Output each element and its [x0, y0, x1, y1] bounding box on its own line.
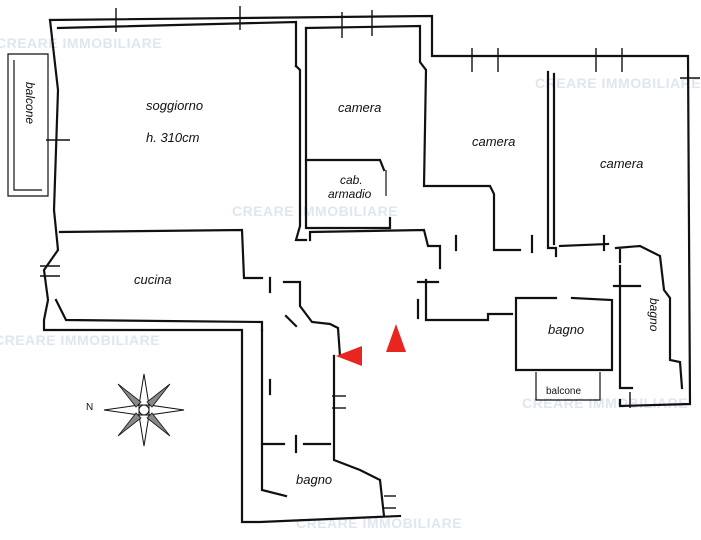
camera-3-bottom-right [614, 244, 684, 390]
room-label-bagno: bagno [296, 472, 332, 487]
room-label-camera: camera [600, 156, 643, 171]
outer-wall-left-bottom [42, 18, 402, 524]
bagno-3-bottom-wall [260, 442, 288, 498]
corridor-left-wall [282, 280, 342, 358]
camera-3-bottom-left [558, 242, 610, 248]
watermark: CREARE IMMOBILIARE [535, 75, 701, 91]
compass-rose-icon: N [86, 373, 185, 447]
watermark: CREARE IMMOBILIARE [522, 395, 688, 411]
camera-1-left-wall [304, 26, 386, 172]
inner-face-top [56, 20, 298, 68]
watermark: CREARE IMMOBILIARE [0, 35, 162, 51]
room-label-camera: camera [472, 134, 515, 149]
outer-wall-top-right [48, 14, 692, 408]
room-label-cabina: cab. [340, 173, 363, 187]
room-label-balcone: balcone [23, 82, 37, 124]
room-labels: soggiorno h. 310cm camera camera camera … [23, 82, 661, 487]
compass-north-label: N [86, 402, 93, 413]
corridor-top-wall [308, 228, 442, 270]
camera-1-walls [304, 24, 522, 252]
walls [7, 14, 692, 524]
arrow-up-icon [386, 324, 406, 352]
bagno-1-walls [514, 296, 614, 372]
room-label-soggiorno: soggiorno [146, 98, 203, 113]
cucina-bottom-wall [54, 298, 264, 332]
left-balcony-outline [7, 53, 49, 197]
room-height-label: h. 310cm [146, 130, 200, 145]
cabina-walls [304, 158, 392, 230]
bottom-balcony-outline [535, 372, 601, 401]
room-label-balcone: balcone [546, 386, 581, 397]
left-balcony-railing [13, 60, 42, 191]
watermark: CREARE IMMOBILIARE [0, 332, 160, 348]
room-label-bagno: bagno [647, 298, 661, 332]
cucina-top-wall [58, 228, 264, 280]
room-label-bagno: bagno [548, 322, 584, 337]
right-corridor-wall [424, 278, 514, 322]
corridor-door [284, 314, 298, 328]
camera-2-right-wall [546, 70, 558, 258]
room-label-armadio: armadio [328, 187, 372, 201]
windows [40, 6, 700, 509]
soggiorno-right-wall [294, 64, 308, 242]
watermark: CREARE IMMOBILIARE [232, 203, 398, 219]
room-label-camera: camera [338, 100, 381, 115]
watermarks: CREARE IMMOBILIARE CREARE IMMOBILIARE CR… [0, 35, 701, 531]
bagno-3-left-wall [260, 328, 286, 446]
entrance-arrows [336, 324, 406, 366]
arrow-left-icon [336, 346, 362, 366]
bagno-2-left-wall [618, 264, 634, 390]
bagno-3-right-wall [332, 354, 386, 518]
room-label-cucina: cucina [134, 272, 172, 287]
